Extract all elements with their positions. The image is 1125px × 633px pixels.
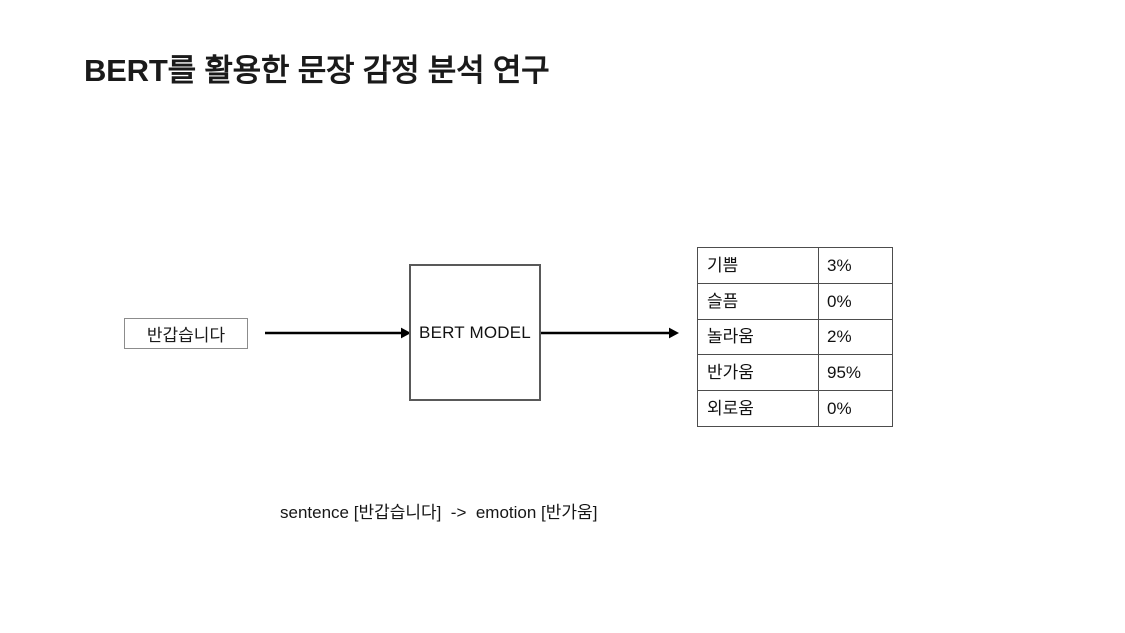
- emotion-probability-table-body: 기쁨 3% 슬픔 0% 놀라움 2% 반가움 95% 외로움 0%: [697, 247, 893, 427]
- table-row: 외로움 0%: [697, 390, 893, 427]
- table-row: 반가움 95%: [697, 354, 893, 392]
- page-title: BERT를 활용한 문장 감정 분석 연구: [84, 53, 550, 88]
- bert-model-box: BERT MODEL: [409, 264, 541, 401]
- emotion-label: 외로움: [697, 390, 819, 427]
- emotion-label: 놀라움: [697, 318, 819, 356]
- model-to-output-arrow: [541, 325, 679, 341]
- emotion-probability: 2%: [818, 318, 893, 356]
- table-row: 기쁨 3%: [697, 247, 893, 284]
- emotion-label: 기쁨: [697, 247, 819, 284]
- emotion-probability-table: 기쁨 3% 슬픔 0% 놀라움 2% 반가움 95% 외로움 0%: [697, 247, 893, 427]
- emotion-label: 슬픔: [697, 282, 819, 320]
- table-row: 놀라움 2%: [697, 318, 893, 356]
- emotion-probability: 95%: [818, 354, 893, 392]
- table-row: 슬픔 0%: [697, 282, 893, 320]
- bert-model-label: BERT MODEL: [419, 322, 531, 342]
- emotion-probability: 3%: [818, 247, 893, 284]
- emotion-probability: 0%: [818, 282, 893, 320]
- diagram-caption: sentence [반갑습니다] -> emotion [반가움]: [280, 503, 598, 522]
- input-sentence-box: 반갑습니다: [124, 318, 248, 349]
- emotion-probability: 0%: [818, 390, 893, 427]
- input-sentence-label: 반갑습니다: [146, 326, 226, 345]
- emotion-label: 반가움: [697, 354, 819, 392]
- input-to-model-arrow: [265, 325, 411, 341]
